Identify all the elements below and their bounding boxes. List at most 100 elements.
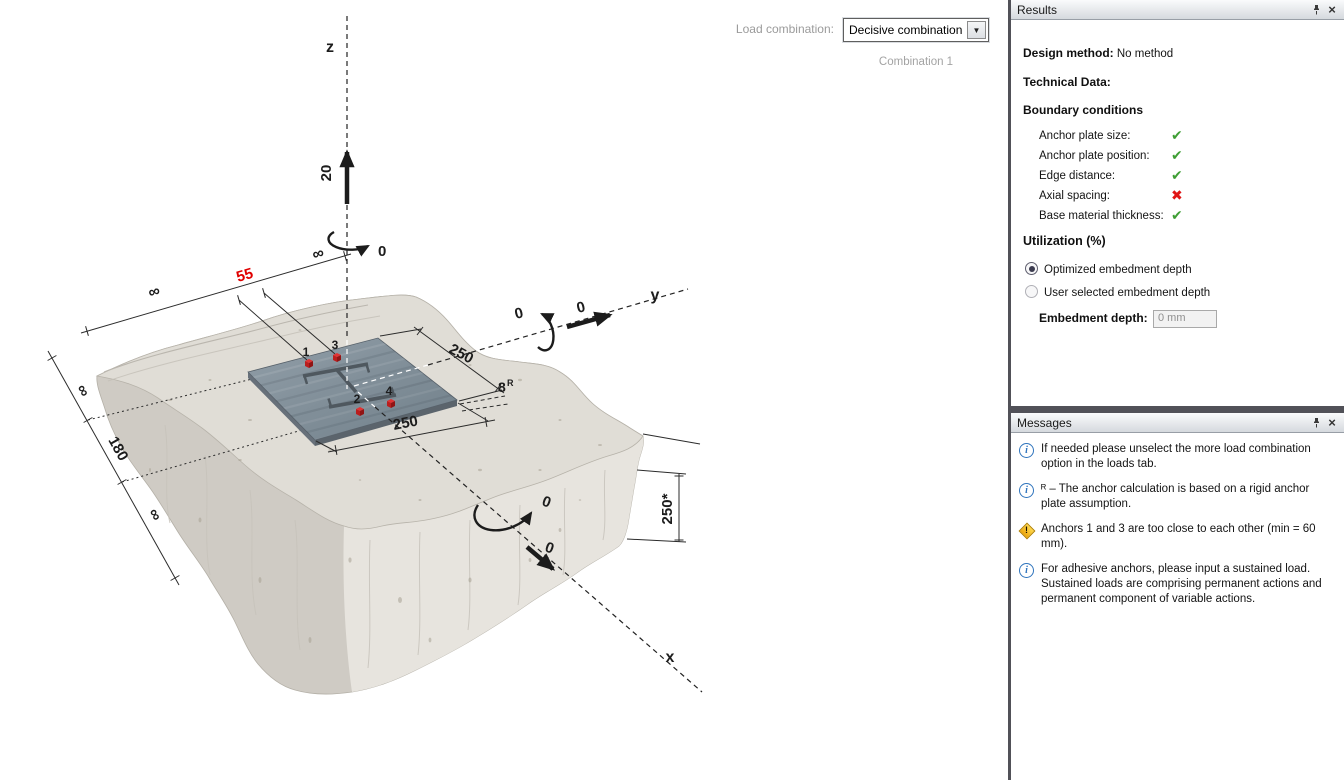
messages-body: i If needed please unselect the more loa… bbox=[1011, 433, 1344, 607]
info-icon: i bbox=[1019, 483, 1034, 498]
anchor-2[interactable] bbox=[356, 407, 364, 416]
axis-y-label: y bbox=[651, 287, 660, 304]
message-text: If needed please unselect the more load … bbox=[1041, 443, 1311, 470]
check-row-edge-distance: Edge distance: ✔ bbox=[1023, 167, 1335, 183]
boundary-conditions-label: Boundary conditions bbox=[1023, 103, 1143, 117]
icon-glyph: ! bbox=[1025, 525, 1028, 535]
results-panel: Results × Design method: No method Techn… bbox=[1011, 0, 1344, 406]
check-pass-icon: ✔ bbox=[1171, 147, 1183, 163]
check-row-anchor-plate-size: Anchor plate size: ✔ bbox=[1023, 127, 1335, 143]
radio-label: Optimized embedment depth bbox=[1044, 264, 1192, 276]
icon-glyph: i bbox=[1025, 485, 1028, 496]
dim-edge-left-lower: ∞ bbox=[145, 506, 165, 524]
check-row-anchor-plate-position: Anchor plate position: ✔ bbox=[1023, 147, 1335, 163]
dropdown-arrow-button[interactable]: ▼ bbox=[967, 21, 986, 39]
y-moment-value: 0 bbox=[513, 304, 525, 323]
message-item: i ᴿ – The anchor calculation is based on… bbox=[1019, 483, 1334, 512]
dimension-lines bbox=[47, 251, 701, 586]
radio-label: User selected embedment depth bbox=[1044, 287, 1211, 299]
check-label: Anchor plate size: bbox=[1039, 130, 1131, 142]
dim-edge-left-upper: ∞ bbox=[73, 382, 93, 400]
z-moment-value: 0 bbox=[378, 243, 386, 260]
load-combination-label: Load combination: bbox=[735, 22, 834, 36]
concrete-texture-streaks bbox=[164, 424, 606, 669]
utilization-label: Utilization (%) bbox=[1023, 234, 1106, 248]
close-icon[interactable]: × bbox=[1328, 1, 1336, 17]
dim-edge-top-right: ∞ bbox=[310, 244, 326, 263]
z-force-value: 20 bbox=[318, 165, 335, 182]
radio-button[interactable] bbox=[1025, 285, 1038, 298]
dim-edge-top-left: ∞ bbox=[146, 282, 162, 301]
chevron-down-icon: ▼ bbox=[972, 25, 981, 35]
check-label: Anchor plate position: bbox=[1039, 150, 1150, 162]
dim-base-thickness: 250* bbox=[659, 493, 676, 524]
radio-button[interactable] bbox=[1025, 262, 1038, 275]
message-text: ᴿ – The anchor calculation is based on a… bbox=[1041, 483, 1310, 510]
anchor-4-label: 4 bbox=[386, 384, 393, 398]
boundary-conditions-heading: Boundary conditions bbox=[1023, 103, 1335, 117]
check-label: Edge distance: bbox=[1039, 170, 1116, 182]
design-method-label: Design method: bbox=[1023, 46, 1114, 60]
messages-panel: Messages × i If needed please unselect t… bbox=[1011, 413, 1344, 607]
embedment-depth-field[interactable]: 0 mm bbox=[1153, 310, 1217, 328]
utilization-heading: Utilization (%) bbox=[1023, 234, 1335, 248]
message-text: Anchors 1 and 3 are too close to each ot… bbox=[1041, 523, 1316, 550]
axis-z bbox=[327, 16, 370, 389]
3d-scene[interactable]: z y x 20 0 0 0 0 0 ∞ 55 ∞ ∞ 180 ∞ 250 25… bbox=[0, 0, 1008, 780]
dim-plate-side-front: 250 bbox=[392, 412, 420, 433]
panel-splitter[interactable] bbox=[1011, 406, 1344, 413]
anchor-1-label: 1 bbox=[303, 345, 310, 359]
axis-z-label: z bbox=[326, 39, 334, 56]
close-icon[interactable]: × bbox=[1328, 414, 1336, 430]
design-method-row: Design method: No method bbox=[1023, 46, 1335, 60]
check-pass-icon: ✔ bbox=[1171, 207, 1183, 223]
check-fail-icon: ✖ bbox=[1171, 187, 1183, 203]
right-dock-column: Results × Design method: No method Techn… bbox=[1008, 0, 1344, 780]
axis-y bbox=[353, 288, 689, 387]
radio-user-selected-embedment[interactable]: User selected embedment depth bbox=[1025, 285, 1337, 299]
dim-plate-thickness: 8 bbox=[498, 379, 506, 395]
message-item: i For adhesive anchors, please input a s… bbox=[1019, 563, 1334, 607]
results-title-bar: Results × bbox=[1011, 0, 1344, 20]
icon-glyph: i bbox=[1025, 565, 1028, 576]
message-text: For adhesive anchors, please input a sus… bbox=[1041, 563, 1322, 605]
results-title: Results bbox=[1017, 2, 1058, 17]
info-icon: i bbox=[1019, 443, 1034, 458]
embedment-depth-label: Embedment depth: bbox=[1039, 311, 1148, 325]
anchor-1[interactable] bbox=[305, 359, 313, 368]
load-combination-dropdown[interactable]: Decisive combination ▼ bbox=[843, 18, 989, 42]
3d-viewport[interactable]: z y x 20 0 0 0 0 0 ∞ 55 ∞ ∞ 180 ∞ 250 25… bbox=[0, 0, 1008, 780]
warning-icon: ! bbox=[1019, 523, 1034, 538]
anchor-3[interactable] bbox=[333, 353, 341, 362]
axis-x bbox=[357, 391, 703, 693]
check-pass-icon: ✔ bbox=[1171, 127, 1183, 143]
anchor-plate[interactable] bbox=[236, 337, 468, 446]
axis-x-label: x bbox=[666, 649, 675, 666]
results-body: Design method: No method Technical Data:… bbox=[1011, 20, 1344, 406]
dim-plate-thickness-sup: R bbox=[507, 378, 514, 388]
message-item: ! Anchors 1 and 3 are too close to each … bbox=[1019, 523, 1334, 552]
embedment-depth-row: Embedment depth: 0 mm bbox=[1039, 310, 1344, 328]
messages-title-bar: Messages × bbox=[1011, 413, 1344, 433]
load-combination-value: Decisive combination bbox=[849, 23, 963, 37]
concrete-speckles bbox=[149, 329, 602, 643]
y-force-value: 0 bbox=[575, 298, 587, 317]
pin-icon[interactable] bbox=[1308, 416, 1324, 430]
check-row-axial-spacing: Axial spacing: ✖ bbox=[1023, 187, 1335, 203]
design-method-value: No method bbox=[1116, 48, 1174, 60]
check-label: Axial spacing: bbox=[1039, 190, 1110, 202]
messages-title: Messages bbox=[1017, 415, 1072, 430]
check-pass-icon: ✔ bbox=[1171, 167, 1183, 183]
combination-caption: Combination 1 bbox=[878, 56, 954, 68]
dim-anchor-spacing-y: 55 bbox=[234, 265, 255, 286]
info-icon: i bbox=[1019, 563, 1034, 578]
radio-optimized-embedment[interactable]: Optimized embedment depth bbox=[1025, 262, 1337, 276]
check-label: Base material thickness: bbox=[1039, 210, 1164, 222]
pin-icon[interactable] bbox=[1308, 3, 1324, 17]
check-row-base-material-thickness: Base material thickness: ✔ bbox=[1023, 207, 1335, 223]
anchor-3-label: 3 bbox=[332, 338, 339, 352]
technical-data-label: Technical Data: bbox=[1023, 75, 1111, 89]
icon-glyph: i bbox=[1025, 445, 1028, 456]
anchor-2-label: 2 bbox=[354, 392, 361, 406]
anchor-4[interactable] bbox=[387, 399, 395, 408]
